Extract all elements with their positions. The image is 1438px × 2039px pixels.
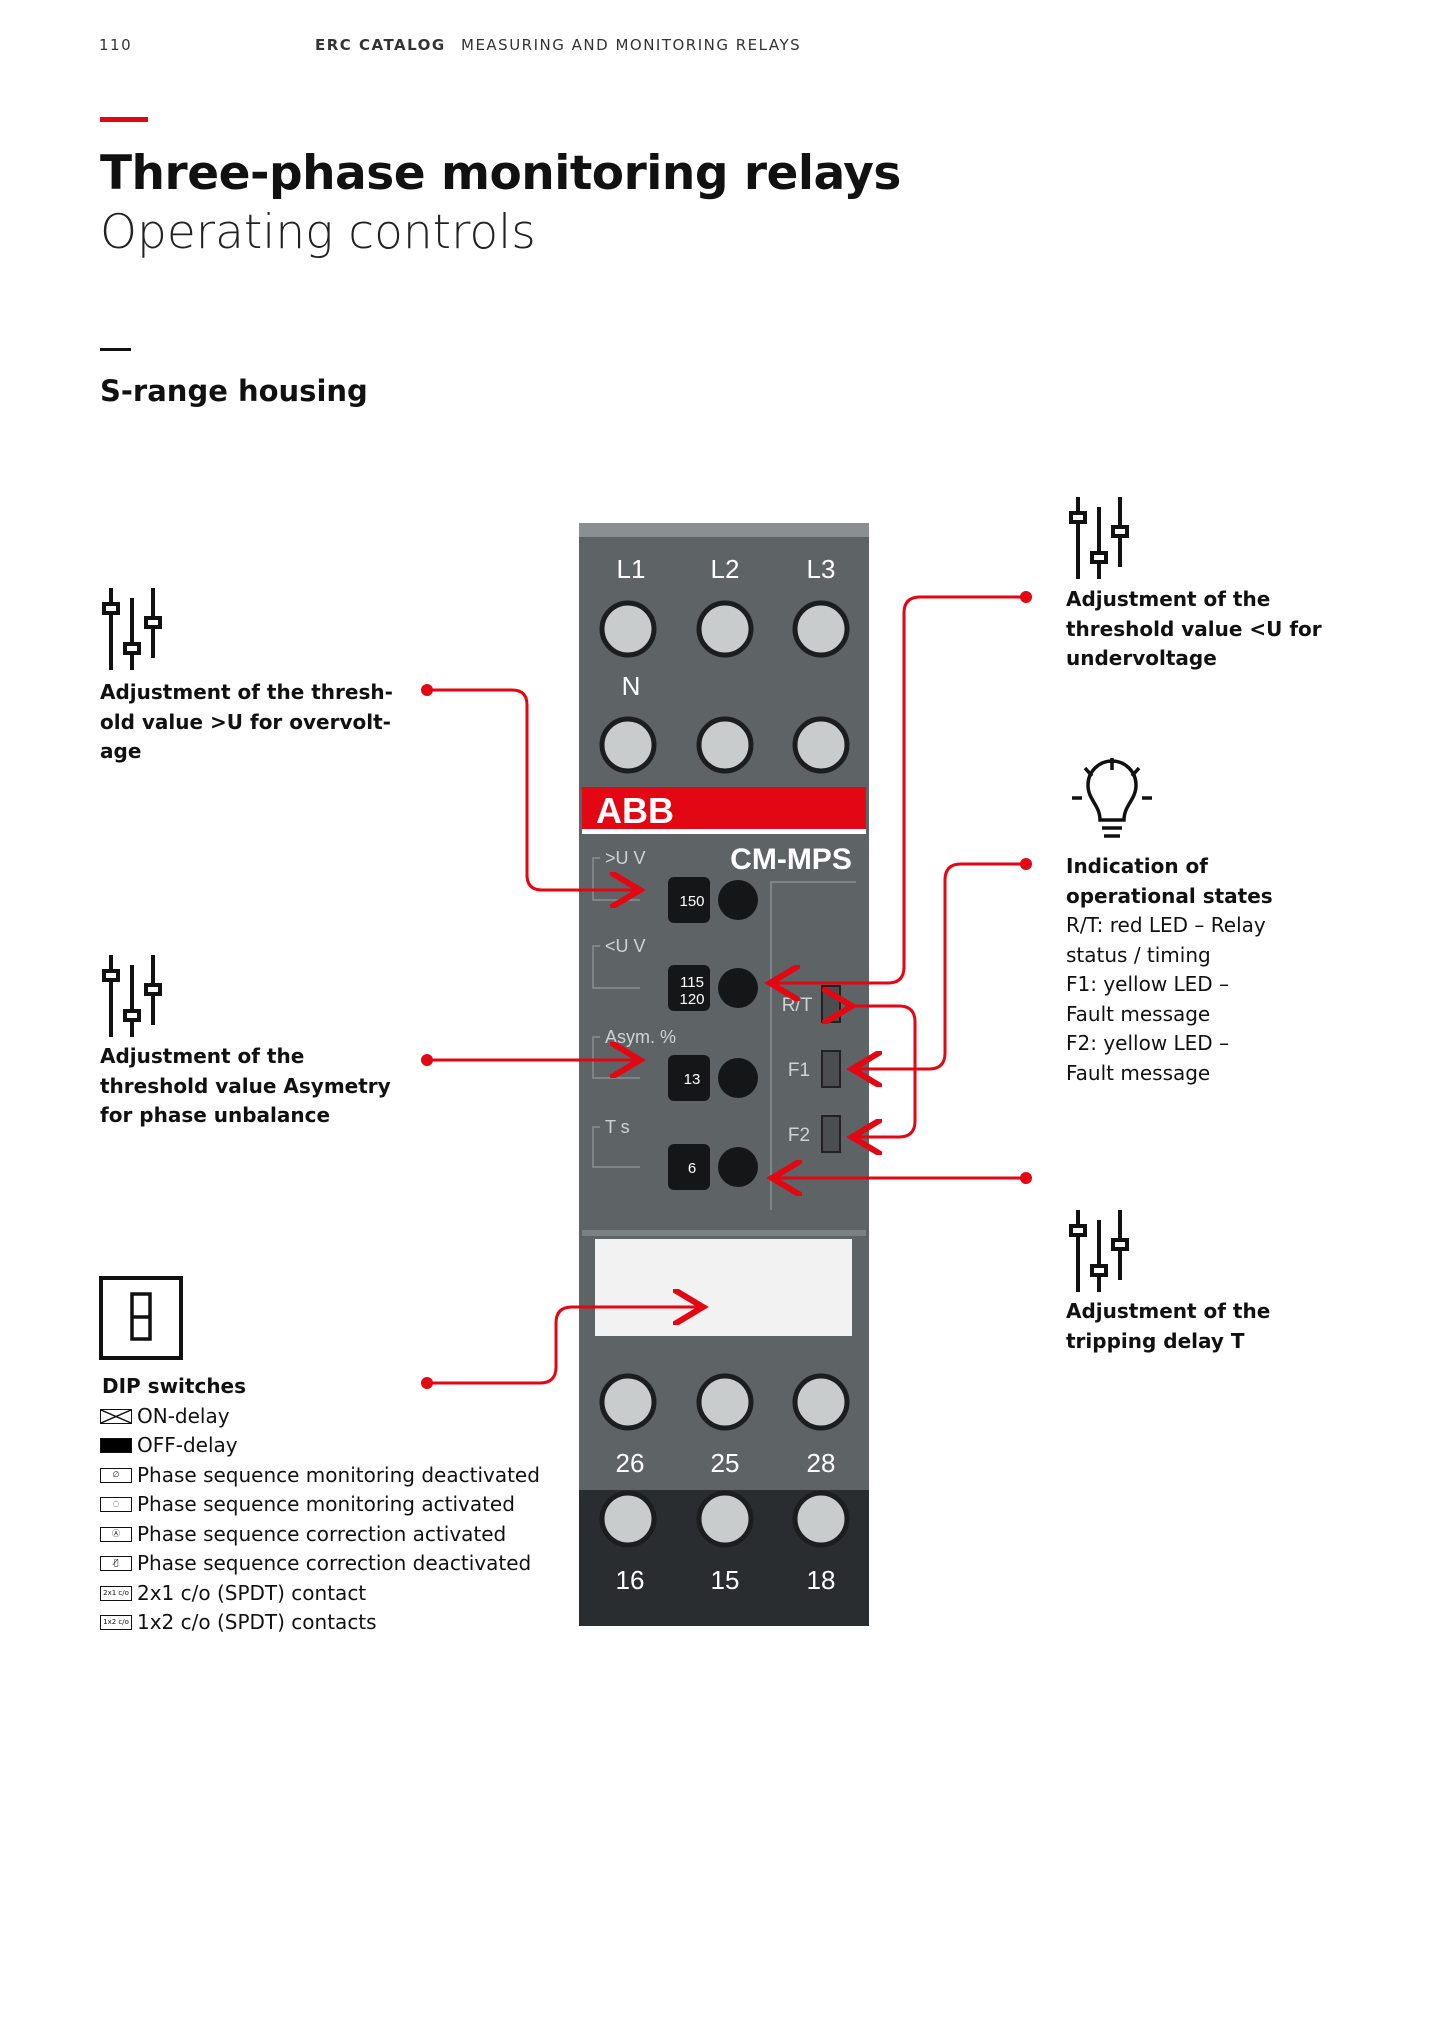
slider-icon: [1069, 1208, 1129, 1294]
dial-value: 13: [684, 1071, 701, 1088]
led-label: R/T: [782, 995, 813, 1016]
svg-text:18: 18: [807, 1565, 836, 1595]
led-label: F2: [788, 1125, 810, 1146]
led-label: F1: [788, 1060, 810, 1081]
svg-text:25: 25: [711, 1448, 740, 1478]
svg-text:<U V: <U V: [605, 936, 646, 956]
terminal-screws: [599, 600, 850, 1548]
slider-icon: [102, 953, 162, 1039]
leds: [821, 985, 841, 1153]
dip-switch-icon: [99, 1276, 183, 1360]
dial-value: 115: [680, 974, 704, 991]
terminal-label: L2: [711, 554, 740, 584]
model-label: CM-MPS: [730, 843, 852, 876]
terminal-label: L3: [807, 554, 836, 584]
dip-switch-legend: DIP switches ON-delay OFF-delay ∅Phase s…: [100, 1374, 540, 1634]
page-title: Three-phase monitoring relays: [100, 146, 901, 201]
slider-icon: [1069, 495, 1129, 581]
page-subtitle: Operating controls: [100, 205, 536, 260]
svg-text:T s: T s: [605, 1117, 630, 1137]
svg-text:26: 26: [616, 1448, 645, 1478]
page-number: 110: [99, 36, 133, 54]
section-label: MEASURING AND MONITORING RELAYS: [461, 36, 802, 54]
overvoltage-label: Adjustment of the thresh-old value >U fo…: [100, 680, 393, 763]
dials: 150 115 120 13 6: [668, 877, 758, 1190]
abb-logo: ABB: [596, 790, 674, 831]
relay-device: L1 L2 L3 N ABB CM-MPS >U V <U V Asym. % …: [579, 523, 869, 1626]
callout-dots: [421, 591, 1032, 1389]
callout-lines: [427, 595, 1026, 1385]
svg-text:>U V: >U V: [605, 848, 646, 868]
svg-text:Asym. %: Asym. %: [605, 1027, 676, 1047]
svg-text:28: 28: [807, 1448, 836, 1478]
svg-text:15: 15: [711, 1565, 740, 1595]
catalog-label: ERC CATALOG: [315, 36, 446, 54]
svg-text:120: 120: [679, 991, 704, 1008]
lightbulb-icon: [1072, 758, 1152, 838]
terminal-label: L1: [617, 554, 646, 584]
on-delay-symbol: [100, 1408, 132, 1424]
dial-value: 150: [679, 893, 704, 910]
off-delay-symbol: [100, 1438, 132, 1454]
dial-value: 6: [688, 1160, 696, 1177]
slider-icon: [102, 586, 162, 672]
label-strip: [595, 1239, 852, 1336]
accent-bar: [100, 117, 148, 122]
divider: [100, 348, 131, 351]
svg-text:16: 16: [616, 1565, 645, 1595]
section-title: S-range housing: [100, 374, 368, 408]
terminal-label: N: [622, 671, 641, 701]
